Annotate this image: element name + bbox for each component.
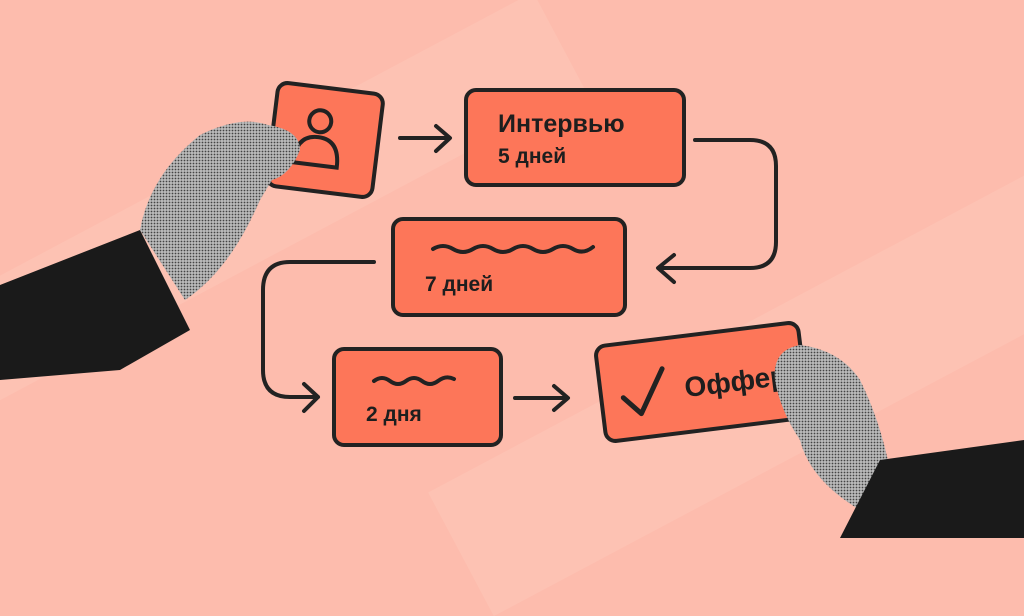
- checkmark-icon: [620, 366, 665, 417]
- connector-2: [656, 138, 778, 284]
- interview-step-card: Интервью 5 дней: [464, 88, 686, 187]
- step-duration: 5 дней: [498, 145, 567, 168]
- arrow-1: [398, 124, 452, 153]
- scribble-placeholder: [431, 244, 595, 254]
- step-card-2-days: 2 дня: [332, 347, 503, 447]
- offer-card: Оффер: [592, 319, 812, 445]
- left-hand: [0, 121, 300, 380]
- step-duration: 2 дня: [366, 403, 422, 426]
- hands-illustration: [0, 121, 1024, 538]
- arrow-4: [513, 384, 570, 412]
- step-title: Интервью: [498, 110, 625, 138]
- scribble-placeholder: [372, 375, 456, 386]
- flow-connectors: [261, 124, 778, 413]
- step-duration: 7 дней: [425, 273, 494, 296]
- right-hand: [774, 345, 1024, 538]
- step-card-7-days: 7 дней: [391, 217, 627, 317]
- connector-3: [261, 260, 376, 413]
